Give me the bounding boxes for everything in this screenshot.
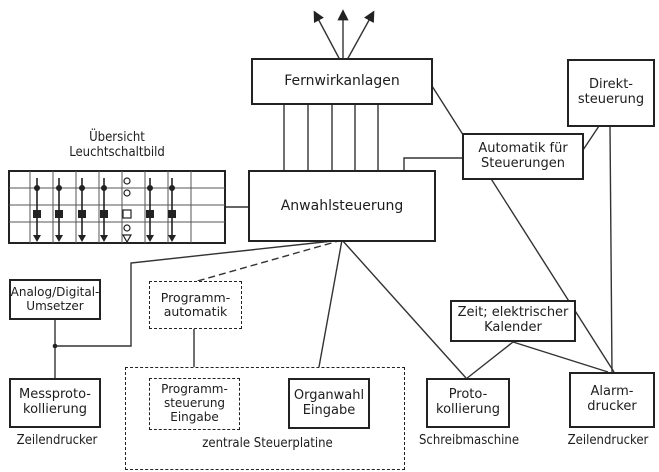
messprotokollierung-box: Messproto- kollierung xyxy=(9,378,101,428)
leuchtschaltbild-panel xyxy=(8,170,226,244)
fernwirkanlagen-label: Fernwirkanlagen xyxy=(284,73,400,90)
analog-digital-label: Analog/Digital- Umsetzer xyxy=(10,284,100,313)
arrow-left xyxy=(313,10,341,61)
fernwirkanlagen-box: Fernwirkanlagen xyxy=(251,58,433,105)
programmsteuerung-label: Programm- steuerung Eingabe xyxy=(161,382,228,424)
zeilendrucker-left-label: Zeilendrucker xyxy=(16,433,98,448)
line-anwahl-organwahl xyxy=(316,239,343,379)
zeit-kalender-box: Zeit; elektrischer Kalender xyxy=(450,300,576,342)
arrow-right xyxy=(346,10,375,61)
line-direkt-alarm xyxy=(609,125,613,373)
line-anwahl-programmautomatik xyxy=(193,239,343,283)
line-zeit-branch xyxy=(465,341,609,380)
line-anwahl-analog xyxy=(55,239,343,347)
analog-digital-box: Analog/Digital- Umsetzer xyxy=(9,279,101,320)
protokollierung-box: Proto- kollierung xyxy=(426,378,510,428)
protokollierung-label: Proto- kollierung xyxy=(436,387,500,417)
programmautomatik-label: Programm- automatik xyxy=(160,289,231,319)
direktsteuerung-label: Direkt- steuerung xyxy=(577,77,645,107)
programmautomatik-box: Programm- automatik xyxy=(149,281,242,329)
automatik-label: Automatik für Steuerungen xyxy=(478,140,568,171)
zentrale-steuerplatine-label: zentrale Steuerplatine xyxy=(202,436,333,451)
automatik-box: Automatik für Steuerungen xyxy=(462,133,584,180)
anwahlsteuerung-box: Anwahlsteuerung xyxy=(248,170,436,242)
organwahl-box: Organwahl Eingabe xyxy=(288,378,370,429)
organwahl-label: Organwahl Eingabe xyxy=(293,387,365,418)
alarmdrucker-label: Alarm- drucker xyxy=(587,384,637,414)
direktsteuerung-box: Direkt- steuerung xyxy=(567,59,655,127)
junction-dot xyxy=(52,343,58,349)
messprotokollierung-label: Messproto- kollierung xyxy=(18,387,91,417)
schreibmaschine-label: Schreibmaschine xyxy=(418,433,520,448)
anwahlsteuerung-label: Anwahlsteuerung xyxy=(280,197,404,214)
alarmdrucker-box: Alarm- drucker xyxy=(569,372,655,428)
zeit-kalender-label: Zeit; elektrischer Kalender xyxy=(457,305,569,335)
uebersicht-label: Übersicht Leuchtschaltbild xyxy=(69,130,165,160)
programmsteuerung-box: Programm- steuerung Eingabe xyxy=(149,378,240,430)
line-direkt-automatik xyxy=(582,125,600,151)
line-anwahl-protokollierung xyxy=(341,239,467,379)
zeilendrucker-right-label: Zeilendrucker xyxy=(567,433,649,448)
